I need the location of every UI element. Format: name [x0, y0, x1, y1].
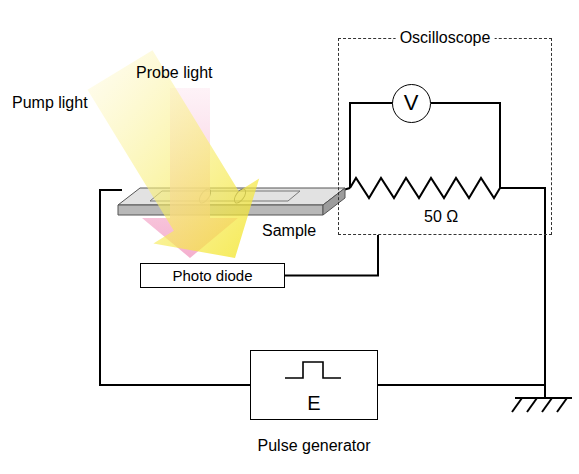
pulse-symbol	[285, 362, 341, 378]
voltmeter-circle: V	[392, 84, 431, 123]
pump-light-label: Pump light	[12, 94, 88, 112]
resistor-symbol	[350, 178, 500, 198]
oscilloscope-box: OscilloscopeV	[338, 38, 552, 235]
resistance-value: 50 Ω	[424, 208, 458, 226]
pulse-generator-box: EPulse generator	[250, 350, 378, 420]
pump-light-arrow	[88, 50, 260, 258]
sample-label: Sample	[262, 222, 316, 240]
ground-symbol	[512, 385, 572, 412]
pulse-generator-caption: Pulse generator	[258, 437, 371, 455]
source-symbol-letter: E	[307, 392, 320, 415]
oscilloscope-label: Oscilloscope	[396, 29, 495, 47]
photo-diode-label: Photo diode	[172, 267, 252, 284]
signal-wire	[285, 235, 378, 276]
photo-diode-box: Photo diode	[140, 263, 285, 288]
voltmeter-letter: V	[404, 90, 419, 115]
probe-light-label: Probe light	[136, 64, 213, 82]
